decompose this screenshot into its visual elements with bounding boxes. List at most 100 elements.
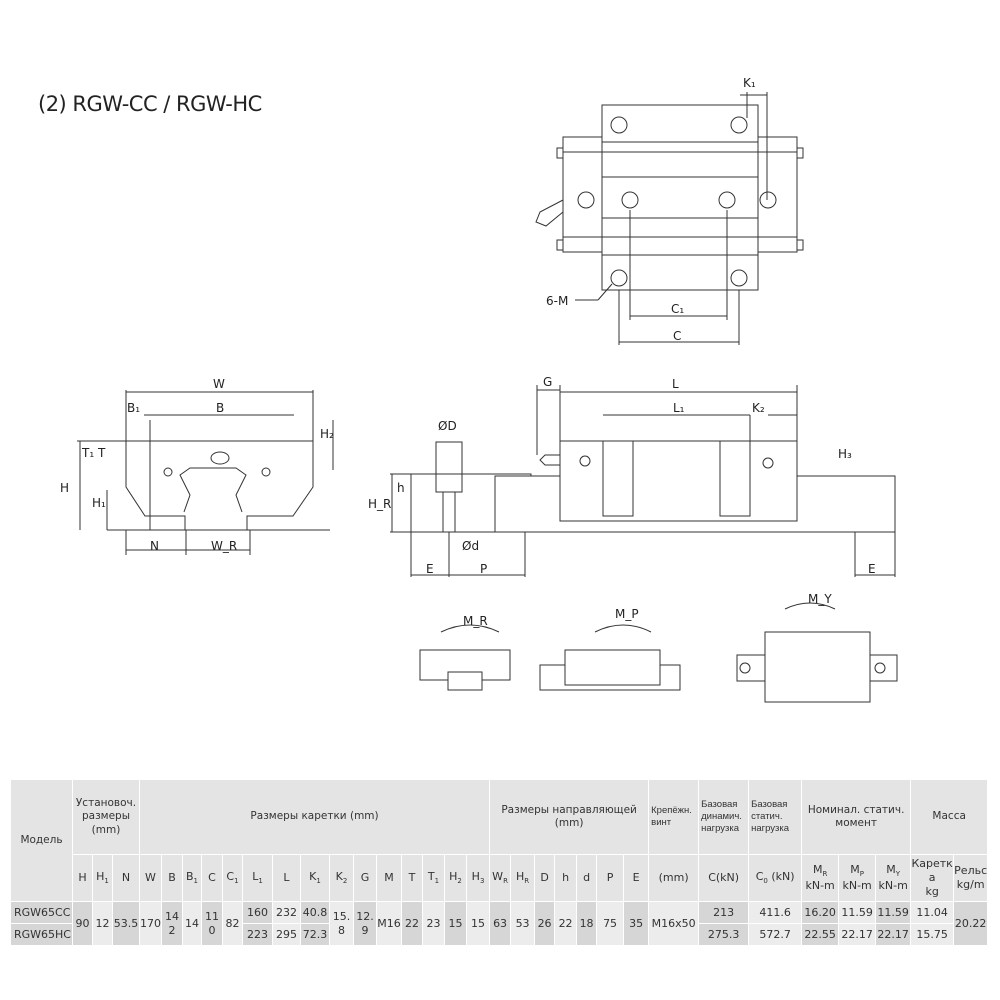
- top-view-drawing: K₁ C₁ C 6-M: [535, 76, 804, 345]
- group-header-rail: Размеры направляющей (mm): [489, 779, 650, 855]
- column-subscript: 1: [234, 877, 239, 886]
- column-subscript: 1: [193, 877, 198, 886]
- column-symbol: H: [78, 871, 87, 885]
- cell-M: M16: [376, 901, 402, 946]
- column-symbol: L: [283, 871, 290, 885]
- column-header-D: D: [534, 854, 556, 902]
- column-subscript: 1: [316, 877, 321, 886]
- column-subscript: 1: [104, 877, 109, 886]
- label-B: B: [216, 401, 224, 415]
- cell-N: 53.5: [112, 901, 140, 946]
- cell-bolt: M16x50: [648, 901, 700, 946]
- cell-K2: 15.8: [329, 901, 354, 946]
- column-unit: kN-m: [805, 879, 835, 893]
- cell-W: 170: [139, 901, 162, 946]
- arrow-MY-icon: [784, 602, 836, 610]
- cell-B1: 14: [182, 901, 202, 946]
- column-header-WR: WR: [489, 854, 512, 902]
- group-header-moment: Номинал. статич. момент: [801, 779, 912, 855]
- column-symbol: T: [427, 870, 435, 884]
- group-header-stat: Базовая статич. нагрузка: [748, 779, 803, 855]
- mount-hole-icons: [577, 116, 777, 287]
- column-subscript: R: [503, 877, 508, 886]
- column-header-M: M: [376, 854, 402, 902]
- cell-T: 22: [401, 901, 423, 946]
- column-header-W: W: [139, 854, 162, 902]
- moment-diagrams: M_R M_P M_Y: [419, 592, 898, 703]
- label-H3: H₃: [838, 447, 852, 461]
- group-header-dyn: Базовая динамич. нагрузка: [698, 779, 750, 855]
- cell-h: 22: [554, 901, 578, 946]
- column-header-h: h: [554, 854, 578, 902]
- technical-drawings: K₁ C₁ C 6-M W B₁ B H₂ T₁ T H H₁ N: [60, 76, 898, 703]
- cell-C1: 82: [222, 901, 243, 946]
- column-unit: kN-m: [878, 879, 908, 893]
- column-symbol: H: [515, 870, 525, 884]
- column-subscript: R: [822, 870, 828, 879]
- group-header-mount: Установоч. размеры (mm): [72, 779, 140, 855]
- label-MR: M_R: [463, 614, 488, 628]
- column-symbol: L: [252, 870, 259, 884]
- column-symbol: E: [632, 871, 640, 885]
- column-header-E: E: [623, 854, 650, 902]
- label-d: Ød: [462, 539, 479, 553]
- column-subscript: 3: [479, 877, 485, 886]
- label-H: H: [60, 481, 69, 495]
- label-h: h: [397, 481, 405, 495]
- column-symbol: W: [145, 871, 156, 885]
- cell-HR: 53: [510, 901, 536, 946]
- label-WR: W_R: [211, 539, 237, 553]
- column-symbol: M: [850, 863, 860, 877]
- column-symbol: P: [606, 871, 614, 885]
- column-unit: kg: [925, 884, 939, 898]
- section-title: (2) RGW-CC / RGW-HC: [38, 92, 262, 116]
- column-symbol: (mm): [658, 871, 689, 885]
- column-subscript: 2: [342, 877, 348, 886]
- cell-B: 142: [161, 901, 183, 946]
- cell-K1: 40.8: [300, 901, 330, 924]
- column-symbol: K: [309, 870, 317, 884]
- cell-MY: 11.59: [875, 901, 912, 924]
- column-symbol: d: [583, 871, 591, 885]
- column-symbol: C: [755, 870, 764, 884]
- label-K2: K₂: [752, 401, 765, 415]
- column-subscript: P: [859, 870, 864, 879]
- column-symbol: H: [96, 870, 105, 884]
- cell-WR: 63: [489, 901, 512, 946]
- cell-MP: 22.17: [838, 923, 877, 946]
- cell-H2: 15: [444, 901, 467, 946]
- group-header-mass: Масса: [910, 779, 989, 855]
- column-symbol: H: [471, 870, 480, 884]
- column-symbol: M: [886, 863, 896, 877]
- label-G: G: [543, 375, 552, 389]
- column-subscript: 1: [434, 877, 440, 886]
- column-symbol: M: [812, 863, 823, 877]
- label-N: N: [150, 539, 159, 553]
- label-H1: H₁: [92, 496, 106, 510]
- label-C1: C₁: [671, 302, 684, 316]
- cell-D: 26: [534, 901, 556, 946]
- cell-K1: 72.3: [300, 923, 330, 946]
- label-C: C: [673, 329, 681, 343]
- cell-G: 12.9: [353, 901, 377, 946]
- label-MY: M_Y: [808, 592, 832, 606]
- column-symbol: G: [360, 871, 370, 885]
- label-L: L: [672, 377, 679, 391]
- cell-H3: 15: [465, 901, 491, 946]
- front-view-drawing: W B₁ B H₂ T₁ T H H₁ N W_R: [60, 377, 334, 555]
- cell-C: 110: [201, 901, 223, 946]
- cell-L1: 223: [242, 923, 273, 946]
- label-H2: H₂: [320, 427, 334, 441]
- label-6M: 6-M: [546, 294, 568, 308]
- cell-L: 232: [272, 901, 301, 924]
- column-header-H2: H2: [444, 854, 467, 902]
- column-symbol: N: [121, 871, 131, 885]
- column-header-L: L: [272, 854, 301, 902]
- cell-MR: 16.20: [801, 901, 840, 924]
- column-header-K2: K2: [329, 854, 354, 902]
